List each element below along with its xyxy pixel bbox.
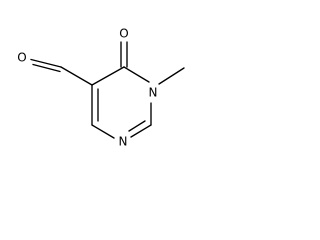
bond-c5-c6 bbox=[91, 66, 125, 86]
bond-c2-n3-1 bbox=[130, 124, 152, 138]
atom-n3: N bbox=[119, 135, 128, 149]
atom-n1: N bbox=[149, 86, 158, 100]
bond-aldehyde-co-2 bbox=[32, 63, 61, 73]
bond-c2-n3-2 bbox=[128, 120, 146, 132]
atom-o-aldehyde: O bbox=[17, 51, 26, 65]
bond-c6-n1 bbox=[123, 66, 150, 83]
bond-n1-methyl bbox=[158, 67, 185, 85]
structure-canvas: O O N N bbox=[0, 0, 216, 170]
bond-n3-c4 bbox=[91, 124, 115, 139]
atom-o-carbonyl: O bbox=[119, 27, 128, 41]
molecule-drawing: O O N N bbox=[17, 27, 185, 149]
bond-aldehyde-co-1 bbox=[30, 58, 62, 68]
bond-cho-c5 bbox=[60, 66, 93, 86]
